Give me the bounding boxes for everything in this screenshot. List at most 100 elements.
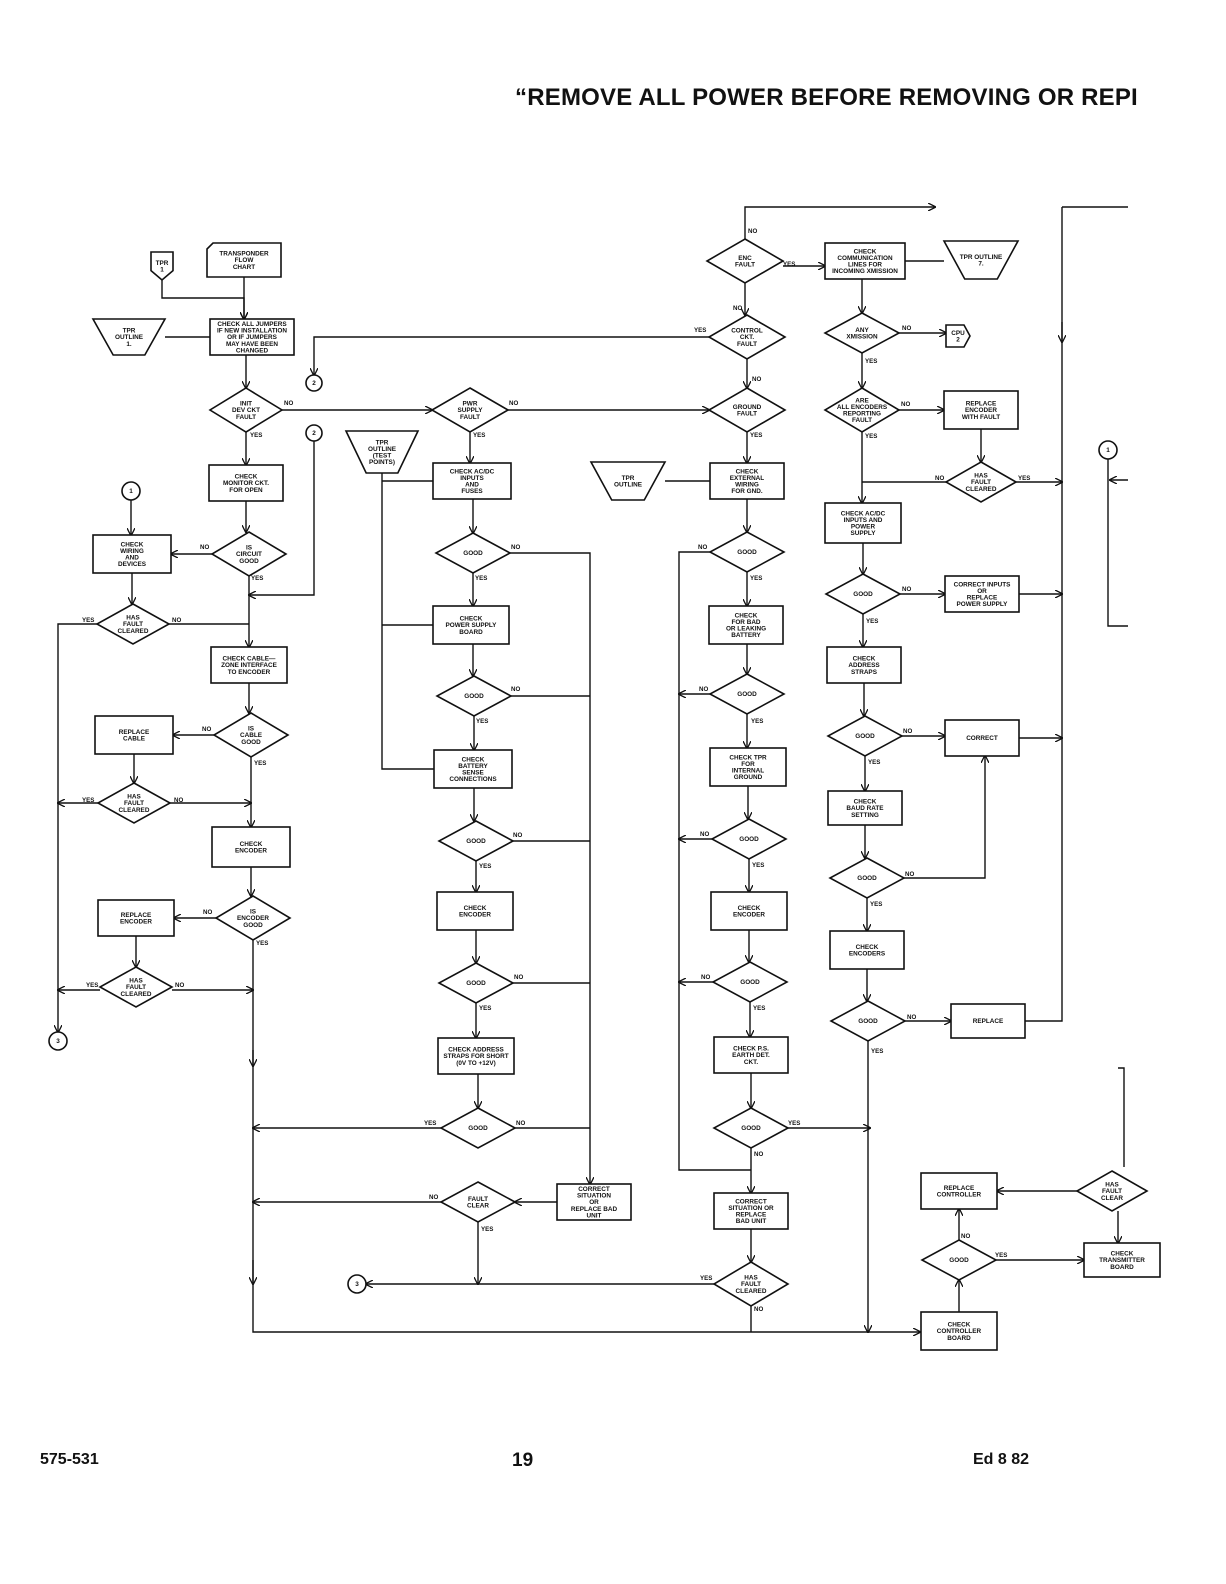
node-label: POINTS) [369,459,395,466]
flow-label-yes: YES [479,863,491,870]
node-label: CHECK [462,756,485,763]
flow-label-yes: YES [866,618,878,625]
flow-label-no: NO [698,544,707,551]
flow-label-no: NO [514,974,523,981]
connector-line [249,441,315,595]
node-label: INTERNAL [732,768,764,775]
node-shape [430,387,510,433]
node-label: EARTH DET. [732,1052,770,1059]
node-label: INCOMING XMISSION [832,268,898,275]
flow-label-no: NO [509,400,518,407]
flow-label-no: NO [905,871,914,878]
flow-label-no: NO [935,475,944,482]
node-label: ENCODER [733,912,765,919]
node-label: WIRING [120,548,144,555]
node-label: CABLE [123,736,146,743]
flow-label-no: NO [699,686,708,693]
node-label: CKT. [740,334,754,341]
node-shape [211,826,291,868]
node-shape [824,242,906,280]
node-conn2a: 2 [305,374,323,392]
connector-line [744,207,935,239]
node-label: GOOD [239,558,259,565]
flow-label-yes: YES [753,1005,765,1012]
node-label: CHECK [464,905,487,912]
node-shape [121,481,141,501]
node-good-c4: GOOD [829,1000,907,1042]
node-label: (0V TO +12V) [456,1060,496,1067]
node-shape [827,790,903,826]
connector-line [252,940,920,1332]
node-label: HAS [127,794,141,801]
node-label: AND [125,555,139,562]
node-label: GOOD [737,691,757,698]
flow-label-yes: YES [750,432,762,439]
node-label: CLEAR [1101,1195,1123,1202]
node-shape [711,961,789,1003]
node-label: REPLACE BAD [571,1206,618,1213]
node-shape [91,318,167,356]
flow-label-yes: YES [868,759,880,766]
node-label: STRAPS FOR SHORT [443,1053,508,1060]
flow-label-yes: YES [82,617,94,624]
node-label: GOOD [243,922,263,929]
node-shape [823,312,901,354]
node-label: CHECK [735,612,758,619]
node-label: FAULT [737,341,757,348]
node-shape [305,424,323,442]
node-label: REPLACE [121,912,152,919]
node-label: FAULT [126,984,146,991]
node-label: REPLACE [736,1212,767,1219]
connector-line [161,280,244,319]
node-label: FOR BAD [731,619,760,626]
flow-label-yes: YES [473,432,485,439]
node-label: EXTERNAL [730,475,765,482]
node-good-c2: GOOD [826,715,904,757]
flow-label-yes: YES [251,575,263,582]
flow-label-no: NO [701,974,710,981]
node-label: CHECK [1111,1251,1134,1258]
node-label: FAULT [123,621,143,628]
flow-label-yes: YES [752,862,764,869]
node-label: FAULT [735,262,755,269]
node-label: HAS [126,615,140,622]
node-label: CHECK [853,656,876,663]
node-shape [208,387,284,433]
node-label: ENC [738,255,752,262]
node-label: CLEARED [736,1288,767,1295]
node-label: INPUTS AND [844,517,883,524]
node-label: CLEARED [119,807,150,814]
flow-labels: NO YES NO YES YES NO NO YES YES NO NO YES YES NO NO YES… [82,228,1030,1313]
node-label: OR LEAKING [726,626,766,633]
node-shape [943,390,1019,430]
node-shape [829,930,905,970]
node-good-c1: GOOD [824,573,902,615]
node-good-b3: GOOD [710,818,788,860]
node-label: STRAPS [851,669,878,676]
node-shape [439,1181,517,1223]
node-label: CHECK [854,248,877,255]
node-shape [824,502,902,544]
node-label: GOOD [468,1125,488,1132]
node-shape [214,895,292,941]
node-shape [305,374,323,392]
node-label: GOOD [855,733,875,740]
node-label: CHECK AC/DC [450,468,495,475]
node-shape [823,387,901,433]
node-good-a3: GOOD [437,820,515,862]
flow-label-no: NO [961,1233,970,1240]
node-replace: REPLACE [950,1003,1026,1039]
node-label: GOOD [858,1018,878,1025]
node-label: BOARD [947,1335,971,1342]
flow-label-no: NO [511,544,520,551]
node-shape [208,464,284,502]
node-label: 3 [355,1281,359,1288]
node-label: CHECK ALL JUMPERS [217,321,287,328]
flow-label-yes: YES [865,433,877,440]
